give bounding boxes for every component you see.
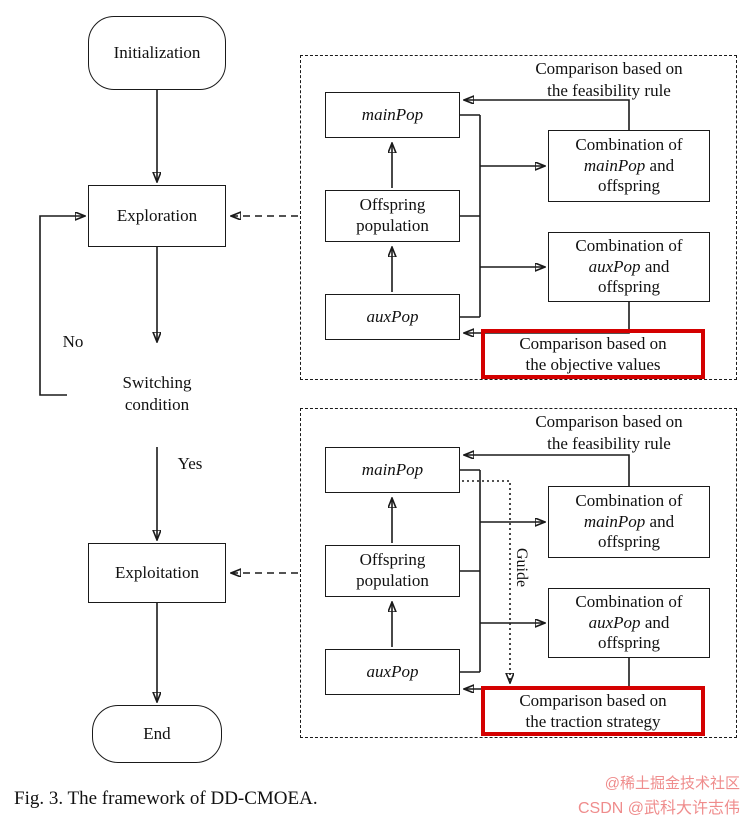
auxpop-node-top: auxPop — [325, 294, 460, 340]
offspring-node-top: Offspring population — [325, 190, 460, 242]
guide-label: Guide — [513, 548, 530, 588]
traction-strategy-highlight: Comparison based on the traction strateg… — [481, 686, 705, 736]
switching-line2: condition — [124, 394, 190, 414]
combination-auxpop-box-bottom: Combination of auxPop and offspring — [548, 588, 710, 658]
highlight-line2: the traction strategy — [525, 712, 661, 731]
highlight-line1: Comparison based on — [519, 690, 667, 710]
feasibility-rule-caption-bottom: Comparison based on the feasibility rule — [493, 411, 725, 455]
exploitation-label: Exploitation — [114, 562, 200, 582]
mainpop-node-top: mainPop — [325, 92, 460, 138]
switching-line1: Switching — [122, 373, 192, 392]
objective-values-highlight: Comparison based on the objective values — [481, 329, 705, 379]
highlight-line1: Comparison based on — [519, 333, 667, 353]
comb-pop-name: mainPop — [583, 511, 646, 531]
auxpop-label: auxPop — [366, 306, 419, 326]
comb-line2: mainPop and — [584, 512, 674, 533]
end-label: End — [143, 723, 171, 743]
combination-mainpop-box-top: Combination of mainPop and offspring — [548, 130, 710, 202]
comb-line1: Combination of — [575, 235, 683, 255]
comb-line3: offspring — [597, 532, 660, 552]
watermark-csdn: CSDN @武科大许志伟 — [577, 800, 740, 817]
mainpop-label: mainPop — [361, 104, 424, 124]
comb-and-word: and — [644, 256, 670, 276]
arrow-feasibility-to-mainpop — [465, 100, 630, 130]
mainpop-node-bottom: mainPop — [325, 447, 460, 493]
comb-line3: offspring — [597, 633, 660, 653]
highlight-line2: the objective values — [525, 355, 661, 374]
comb-and-word: and — [649, 511, 675, 531]
initialization-label: Initialization — [113, 42, 201, 62]
initialization-node: Initialization — [88, 16, 226, 90]
exploration-node: Exploration — [88, 185, 226, 247]
comb-and-word: and — [644, 612, 670, 632]
offspring-node-bottom: Offspring population — [325, 545, 460, 597]
comb-pop-name: mainPop — [583, 155, 646, 175]
exploration-label: Exploration — [116, 205, 198, 225]
offspring-line2: population — [356, 571, 429, 590]
comb-and-word: and — [649, 155, 675, 175]
offspring-line1: Offspring — [359, 550, 426, 570]
exploration-detail-panel — [300, 55, 737, 380]
comb-line1: Combination of — [575, 591, 683, 611]
offspring-line2: population — [356, 216, 429, 235]
switching-condition-label: Switching condition — [97, 372, 217, 416]
arrow-traction-to-auxpop-2 — [465, 658, 630, 689]
offspring-line1: Offspring — [359, 195, 426, 215]
comb-line3: offspring — [597, 176, 660, 196]
panel-link-connectors — [232, 216, 298, 573]
auxpop-label: auxPop — [366, 661, 419, 681]
end-node: End — [92, 705, 222, 763]
exploration-panel-connectors — [392, 100, 630, 333]
comb-line2: auxPop and — [589, 613, 670, 634]
exploitation-node: Exploitation — [88, 543, 226, 603]
comb-line1: Combination of — [575, 490, 683, 510]
mainpop-label: mainPop — [361, 459, 424, 479]
dotted-guide-arrow — [462, 480, 510, 682]
comb-pop-name: auxPop — [588, 612, 641, 632]
feasibility-line1: Comparison based on — [535, 59, 683, 78]
combination-auxpop-box-top: Combination of auxPop and offspring — [548, 232, 710, 302]
feasibility-line2: the feasibility rule — [547, 433, 671, 453]
arrow-no-loopback — [39, 216, 84, 396]
yes-branch-label: Yes — [177, 454, 203, 473]
watermark-community: @稀土掘金技术社区 — [604, 775, 740, 792]
combination-mainpop-box-bottom: Combination of mainPop and offspring — [548, 486, 710, 558]
figure-caption: Fig. 3. The framework of DD-CMOEA. — [14, 788, 318, 809]
comb-line2: mainPop and — [584, 156, 674, 177]
exploitation-detail-panel — [300, 408, 737, 738]
comb-line1: Combination of — [575, 134, 683, 154]
comb-pop-name: auxPop — [588, 256, 641, 276]
auxpop-node-bottom: auxPop — [325, 649, 460, 695]
comb-line3: offspring — [597, 277, 660, 297]
feasibility-rule-caption-top: Comparison based on the feasibility rule — [493, 58, 725, 102]
feasibility-line1: Comparison based on — [535, 412, 683, 431]
comb-line2: auxPop and — [589, 257, 670, 278]
left-flow-connectors — [39, 90, 247, 701]
arrow-feasibility-to-mainpop-2 — [465, 455, 630, 486]
no-branch-label: No — [62, 332, 84, 351]
switching-condition-diamond — [67, 345, 247, 447]
arrow-objective-to-auxpop — [465, 302, 630, 333]
feasibility-line2: the feasibility rule — [547, 80, 671, 100]
